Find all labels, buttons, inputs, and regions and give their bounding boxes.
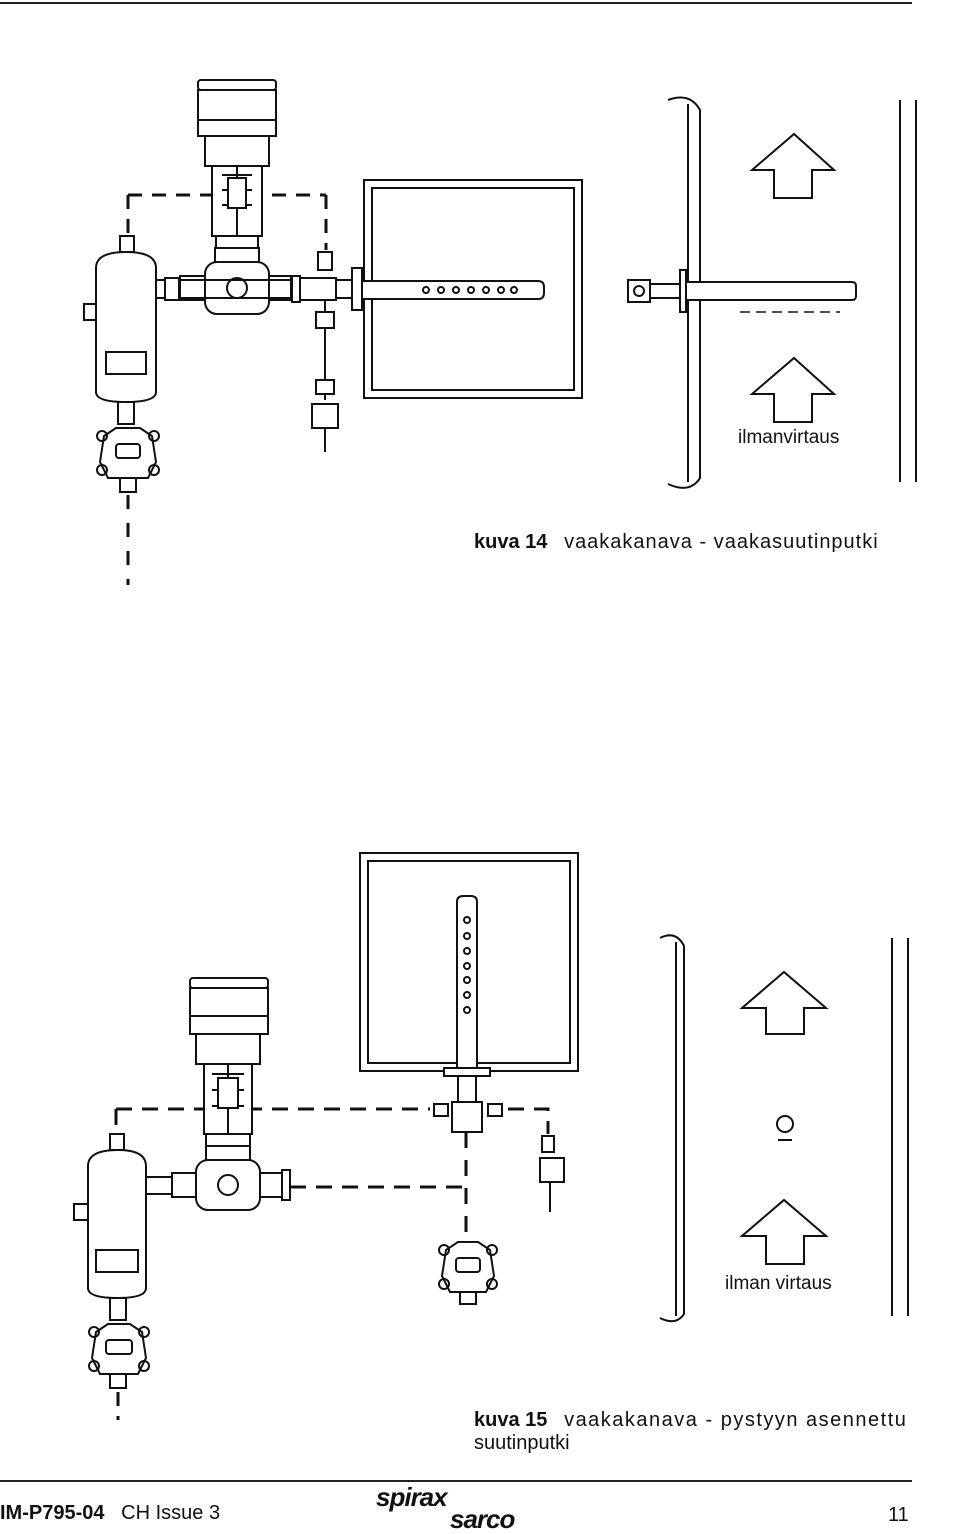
fig15-duct-airflow [659, 934, 909, 1323]
fig15-flow-label: ilman virtaus [725, 1273, 832, 1294]
fig15-dashed-line-top-right [508, 1107, 550, 1134]
fig14-sensor [311, 251, 339, 452]
fig15-arrow-up-icon-2 [739, 1198, 829, 1265]
fig14-duct-section [361, 179, 583, 399]
page-number: 11 [888, 1504, 909, 1526]
fig15-caption-line2: suutinputki [474, 1432, 570, 1454]
fig15-caption: kuva 15 vaakakanava - pystyyn asennettu [474, 1409, 907, 1432]
fig14-duct-airflow [627, 96, 917, 489]
figure-14-diagram [83, 79, 917, 585]
figure-15-diagram [73, 852, 909, 1420]
fig15-caption-text: vaakakanava - pystyyn asennettu [564, 1409, 908, 1431]
fig14-steam-trap [96, 427, 160, 493]
fig15-duct-section [359, 852, 579, 1133]
fig15-arrow-up-icon [739, 970, 829, 1035]
top-rule [0, 2, 912, 4]
fig14-caption-number: kuva 14 [474, 531, 548, 553]
fig15-actuator [189, 977, 269, 1147]
fig14-separator [83, 235, 157, 425]
footer-rule [0, 1480, 912, 1482]
fig14-flow-label: ilmanvirtaus [738, 427, 840, 448]
fig15-steam-trap-2 [438, 1241, 498, 1305]
fig15-steam-trap-1 [88, 1323, 150, 1389]
footer-doc-id: IM-P795-04 CH Issue 3 [0, 1502, 220, 1525]
fig14-arrow-up-icon-2 [749, 356, 837, 423]
fig14-caption-text: vaakakanava - vaakasuutinputki [564, 531, 879, 553]
fig15-separator [73, 1133, 147, 1321]
doc-id: IM-P795-04 [0, 1502, 105, 1524]
fig14-actuator [197, 79, 277, 249]
logo-bottom-text: sarco [450, 1504, 515, 1534]
fig14-nozzle-holes [422, 286, 518, 294]
fig14-arrow-up-icon [749, 132, 837, 199]
fig15-nozzle-end-icon [776, 1115, 794, 1133]
fig15-control-valve [144, 1145, 291, 1211]
logo-top-text: spirax [376, 1482, 448, 1512]
issue-text: CH Issue 3 [121, 1502, 221, 1524]
fig15-caption-number: kuva 15 [474, 1409, 548, 1431]
fig14-caption: kuva 14 vaakakanava - vaakasuutinputki [474, 531, 879, 554]
fig15-nozzle-holes [463, 916, 471, 1014]
spirax-sarco-logo: spirax sarco [376, 1482, 515, 1534]
fig15-sensor [539, 1135, 565, 1212]
